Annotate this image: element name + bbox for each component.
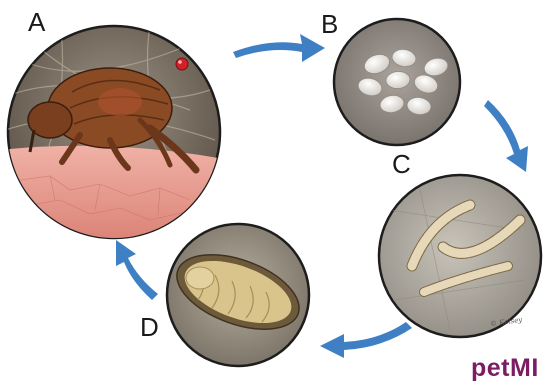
arrow-c-to-d-icon <box>320 322 412 358</box>
stage-label-c: C <box>392 151 411 177</box>
brand-logo: petMI <box>471 356 539 381</box>
stage-c-larvae <box>379 175 541 337</box>
stage-a-adult-flea <box>0 20 230 250</box>
arrow-b-to-c-icon <box>484 100 528 172</box>
stage-b-eggs <box>334 19 460 145</box>
stage-label-a: A <box>28 9 45 35</box>
arrow-d-to-a-icon <box>116 240 158 300</box>
stage-d-pupa <box>167 224 309 366</box>
stage-label-d: D <box>140 314 159 340</box>
arrow-a-to-b-icon <box>233 34 325 62</box>
stage-label-b: B <box>321 11 338 37</box>
